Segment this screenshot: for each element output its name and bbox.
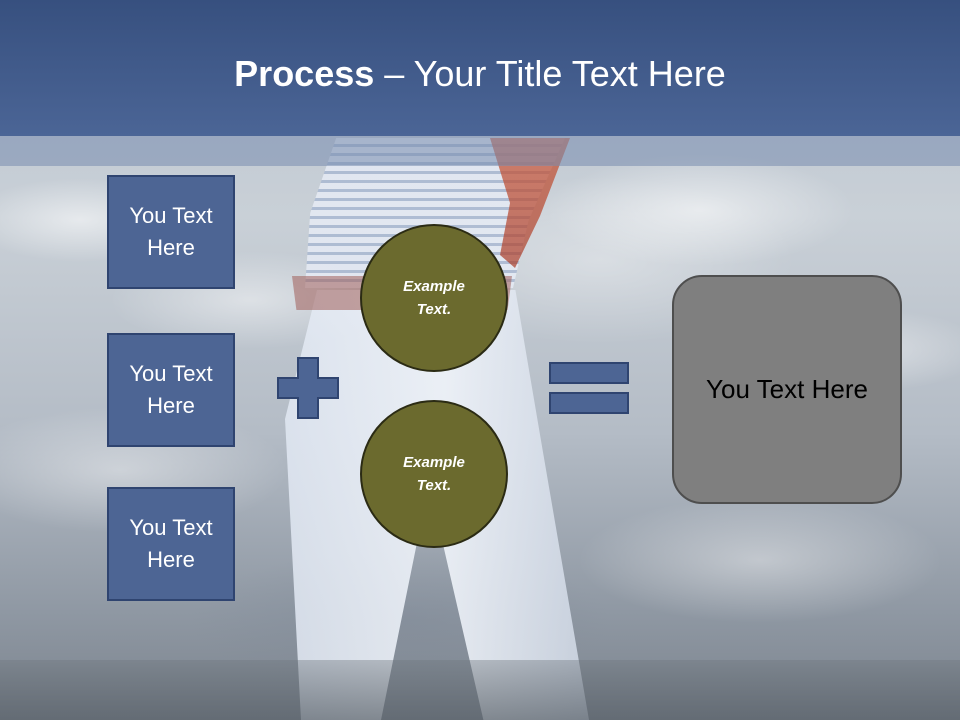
title-bold: Process: [234, 53, 375, 94]
equals-icon: [549, 362, 629, 414]
title-rest: – Your Title Text Here: [374, 53, 726, 94]
result-box: You Text Here: [672, 275, 902, 504]
example-circle-1: Example Text.: [360, 224, 508, 372]
ground-image: [0, 660, 960, 720]
left-box-1: You Text Here: [107, 175, 235, 289]
plus-icon: [277, 357, 339, 419]
left-box-2: You Text Here: [107, 333, 235, 447]
header-band: [0, 0, 960, 136]
example-circle-2: Example Text.: [360, 400, 508, 548]
slide-title: Process – Your Title Text Here: [0, 52, 960, 96]
header-strip: [0, 136, 960, 166]
left-box-3: You Text Here: [107, 487, 235, 601]
